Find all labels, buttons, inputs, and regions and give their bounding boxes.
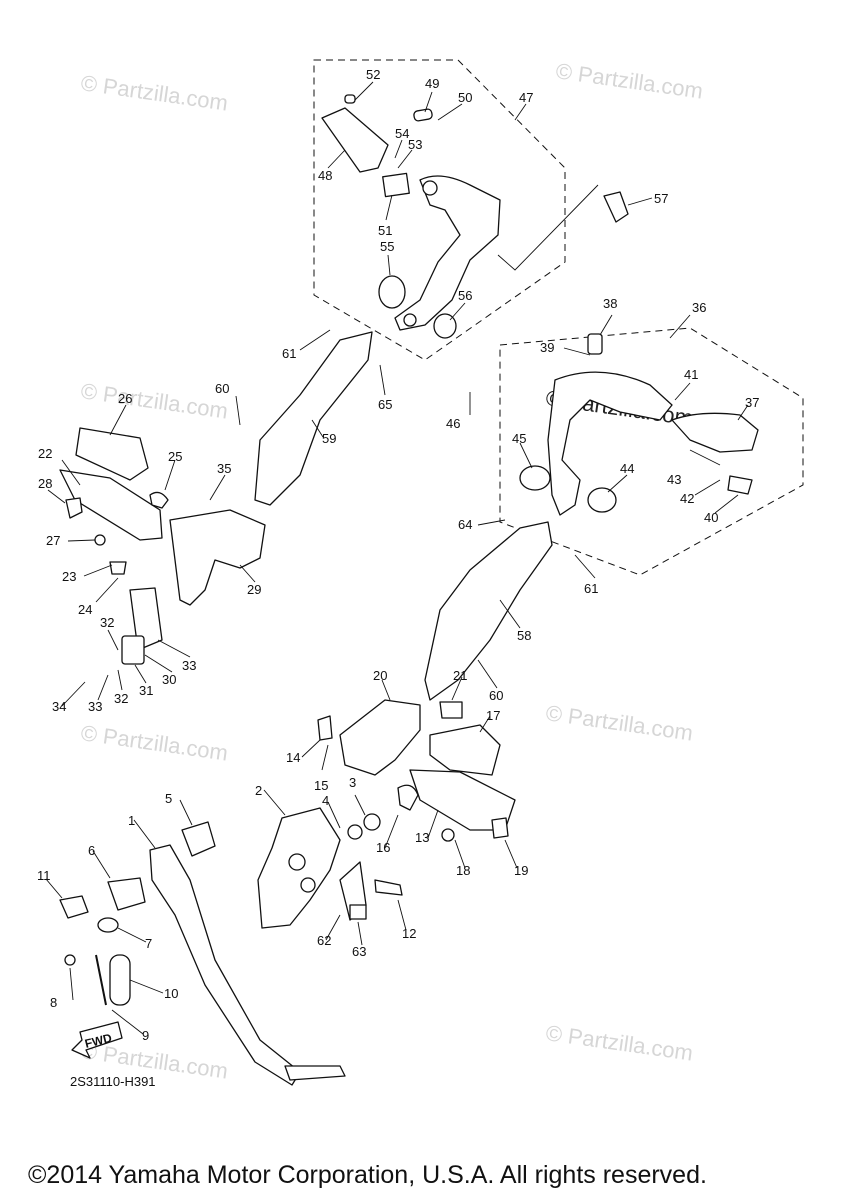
copyright-notice: ©2014 Yamaha Motor Corporation, U.S.A. A… bbox=[28, 1161, 707, 1189]
callout-label: 21 bbox=[453, 668, 467, 683]
callout-label: 4 bbox=[322, 793, 329, 808]
callout-label: 7 bbox=[145, 936, 152, 951]
callout-label: 49 bbox=[425, 76, 439, 91]
callout-label: 61 bbox=[282, 346, 296, 361]
callout-label: 60 bbox=[215, 381, 229, 396]
callout-label: 61 bbox=[584, 581, 598, 596]
callout-label: 48 bbox=[318, 168, 332, 183]
callout-label: 39 bbox=[540, 340, 554, 355]
callout-label: 63 bbox=[352, 944, 366, 959]
leader-lines bbox=[45, 81, 749, 1035]
callout-label: 26 bbox=[118, 391, 132, 406]
callout-label: 45 bbox=[512, 431, 526, 446]
callout-label: 27 bbox=[46, 533, 60, 548]
callout-label: 22 bbox=[38, 446, 52, 461]
callout-label: 51 bbox=[378, 223, 392, 238]
callout-label: 19 bbox=[514, 863, 528, 878]
callout-label: 50 bbox=[458, 90, 472, 105]
callout-label: 23 bbox=[62, 569, 76, 584]
callout-label: 52 bbox=[366, 67, 380, 82]
callout-label: 62 bbox=[317, 933, 331, 948]
sidestand-assembly bbox=[59, 491, 419, 1086]
callout-labels: 1 2 3 4 5 6 7 8 9 10 11 12 13 14 15 16 1… bbox=[37, 67, 759, 1043]
callout-label: 10 bbox=[164, 986, 178, 1001]
callout-label: 15 bbox=[314, 778, 328, 793]
callout-label: 46 bbox=[446, 416, 460, 431]
callout-label: 33 bbox=[88, 699, 102, 714]
callout-label: 32 bbox=[114, 691, 128, 706]
watermark: © Partzilla.com bbox=[79, 720, 229, 765]
callout-label: 44 bbox=[620, 461, 634, 476]
callout-label: 13 bbox=[415, 830, 429, 845]
callout-label: 33 bbox=[182, 658, 196, 673]
callout-label: 47 bbox=[519, 90, 533, 105]
fwd-arrow-icon: FWD bbox=[71, 1021, 123, 1059]
callout-label: 65 bbox=[378, 397, 392, 412]
callout-label: 6 bbox=[88, 843, 95, 858]
callout-label: 43 bbox=[667, 472, 681, 487]
left-footrest-assembly bbox=[59, 427, 266, 665]
callout-label: 14 bbox=[286, 750, 300, 765]
callout-label: 30 bbox=[162, 672, 176, 687]
group-outline-36 bbox=[499, 327, 804, 576]
callout-label: 17 bbox=[486, 708, 500, 723]
right-passenger-footrest bbox=[519, 333, 759, 516]
callout-label: 41 bbox=[684, 367, 698, 382]
watermark: © Partzilla.com bbox=[544, 1020, 694, 1065]
watermark: © Partzilla.com bbox=[544, 700, 694, 745]
callout-label: 56 bbox=[458, 288, 472, 303]
group-outline-47 bbox=[313, 59, 566, 361]
drawing-code: 2S31110-H391 bbox=[70, 1074, 156, 1089]
callout-label: 25 bbox=[168, 449, 182, 464]
callout-label: 31 bbox=[139, 683, 153, 698]
callout-label: 18 bbox=[456, 863, 470, 878]
callout-label: 59 bbox=[322, 431, 336, 446]
callout-label: 12 bbox=[402, 926, 416, 941]
callout-label: 37 bbox=[745, 395, 759, 410]
callout-label: 35 bbox=[217, 461, 231, 476]
callout-label: 2 bbox=[255, 783, 262, 798]
callout-label: 57 bbox=[654, 191, 668, 206]
callout-label: 29 bbox=[247, 582, 261, 597]
callout-label: 32 bbox=[100, 615, 114, 630]
right-footrest-assembly bbox=[317, 699, 516, 842]
callout-label: 5 bbox=[165, 791, 172, 806]
callout-label: 54 bbox=[395, 126, 409, 141]
callout-label: 1 bbox=[128, 813, 135, 828]
callout-label: 60 bbox=[489, 688, 503, 703]
callout-label: 9 bbox=[142, 1028, 149, 1043]
callout-label: 28 bbox=[38, 476, 52, 491]
watermark: © Partzilla.com bbox=[554, 58, 704, 103]
callout-label: 53 bbox=[408, 137, 422, 152]
brake-pedal-assembly bbox=[321, 94, 629, 339]
callout-label: 11 bbox=[37, 868, 51, 883]
callout-label: 36 bbox=[692, 300, 706, 315]
callout-label: 34 bbox=[52, 699, 66, 714]
callout-label: 16 bbox=[376, 840, 390, 855]
watermark: © Partzilla.com bbox=[79, 378, 229, 423]
callout-label: 40 bbox=[704, 510, 718, 525]
watermark: © Partzilla.com bbox=[79, 70, 229, 115]
callout-label: 24 bbox=[78, 602, 92, 617]
fwd-label: FWD bbox=[83, 1031, 113, 1051]
right-passenger-bracket bbox=[424, 521, 553, 701]
callout-label: 38 bbox=[603, 296, 617, 311]
callout-label: 42 bbox=[680, 491, 694, 506]
left-passenger-bracket bbox=[254, 331, 373, 506]
callout-label: 64 bbox=[458, 517, 472, 532]
callout-label: 20 bbox=[373, 668, 387, 683]
callout-label: 55 bbox=[380, 239, 394, 254]
callout-label: 58 bbox=[517, 628, 531, 643]
callout-label: 3 bbox=[349, 775, 356, 790]
callout-label: 8 bbox=[50, 995, 57, 1010]
